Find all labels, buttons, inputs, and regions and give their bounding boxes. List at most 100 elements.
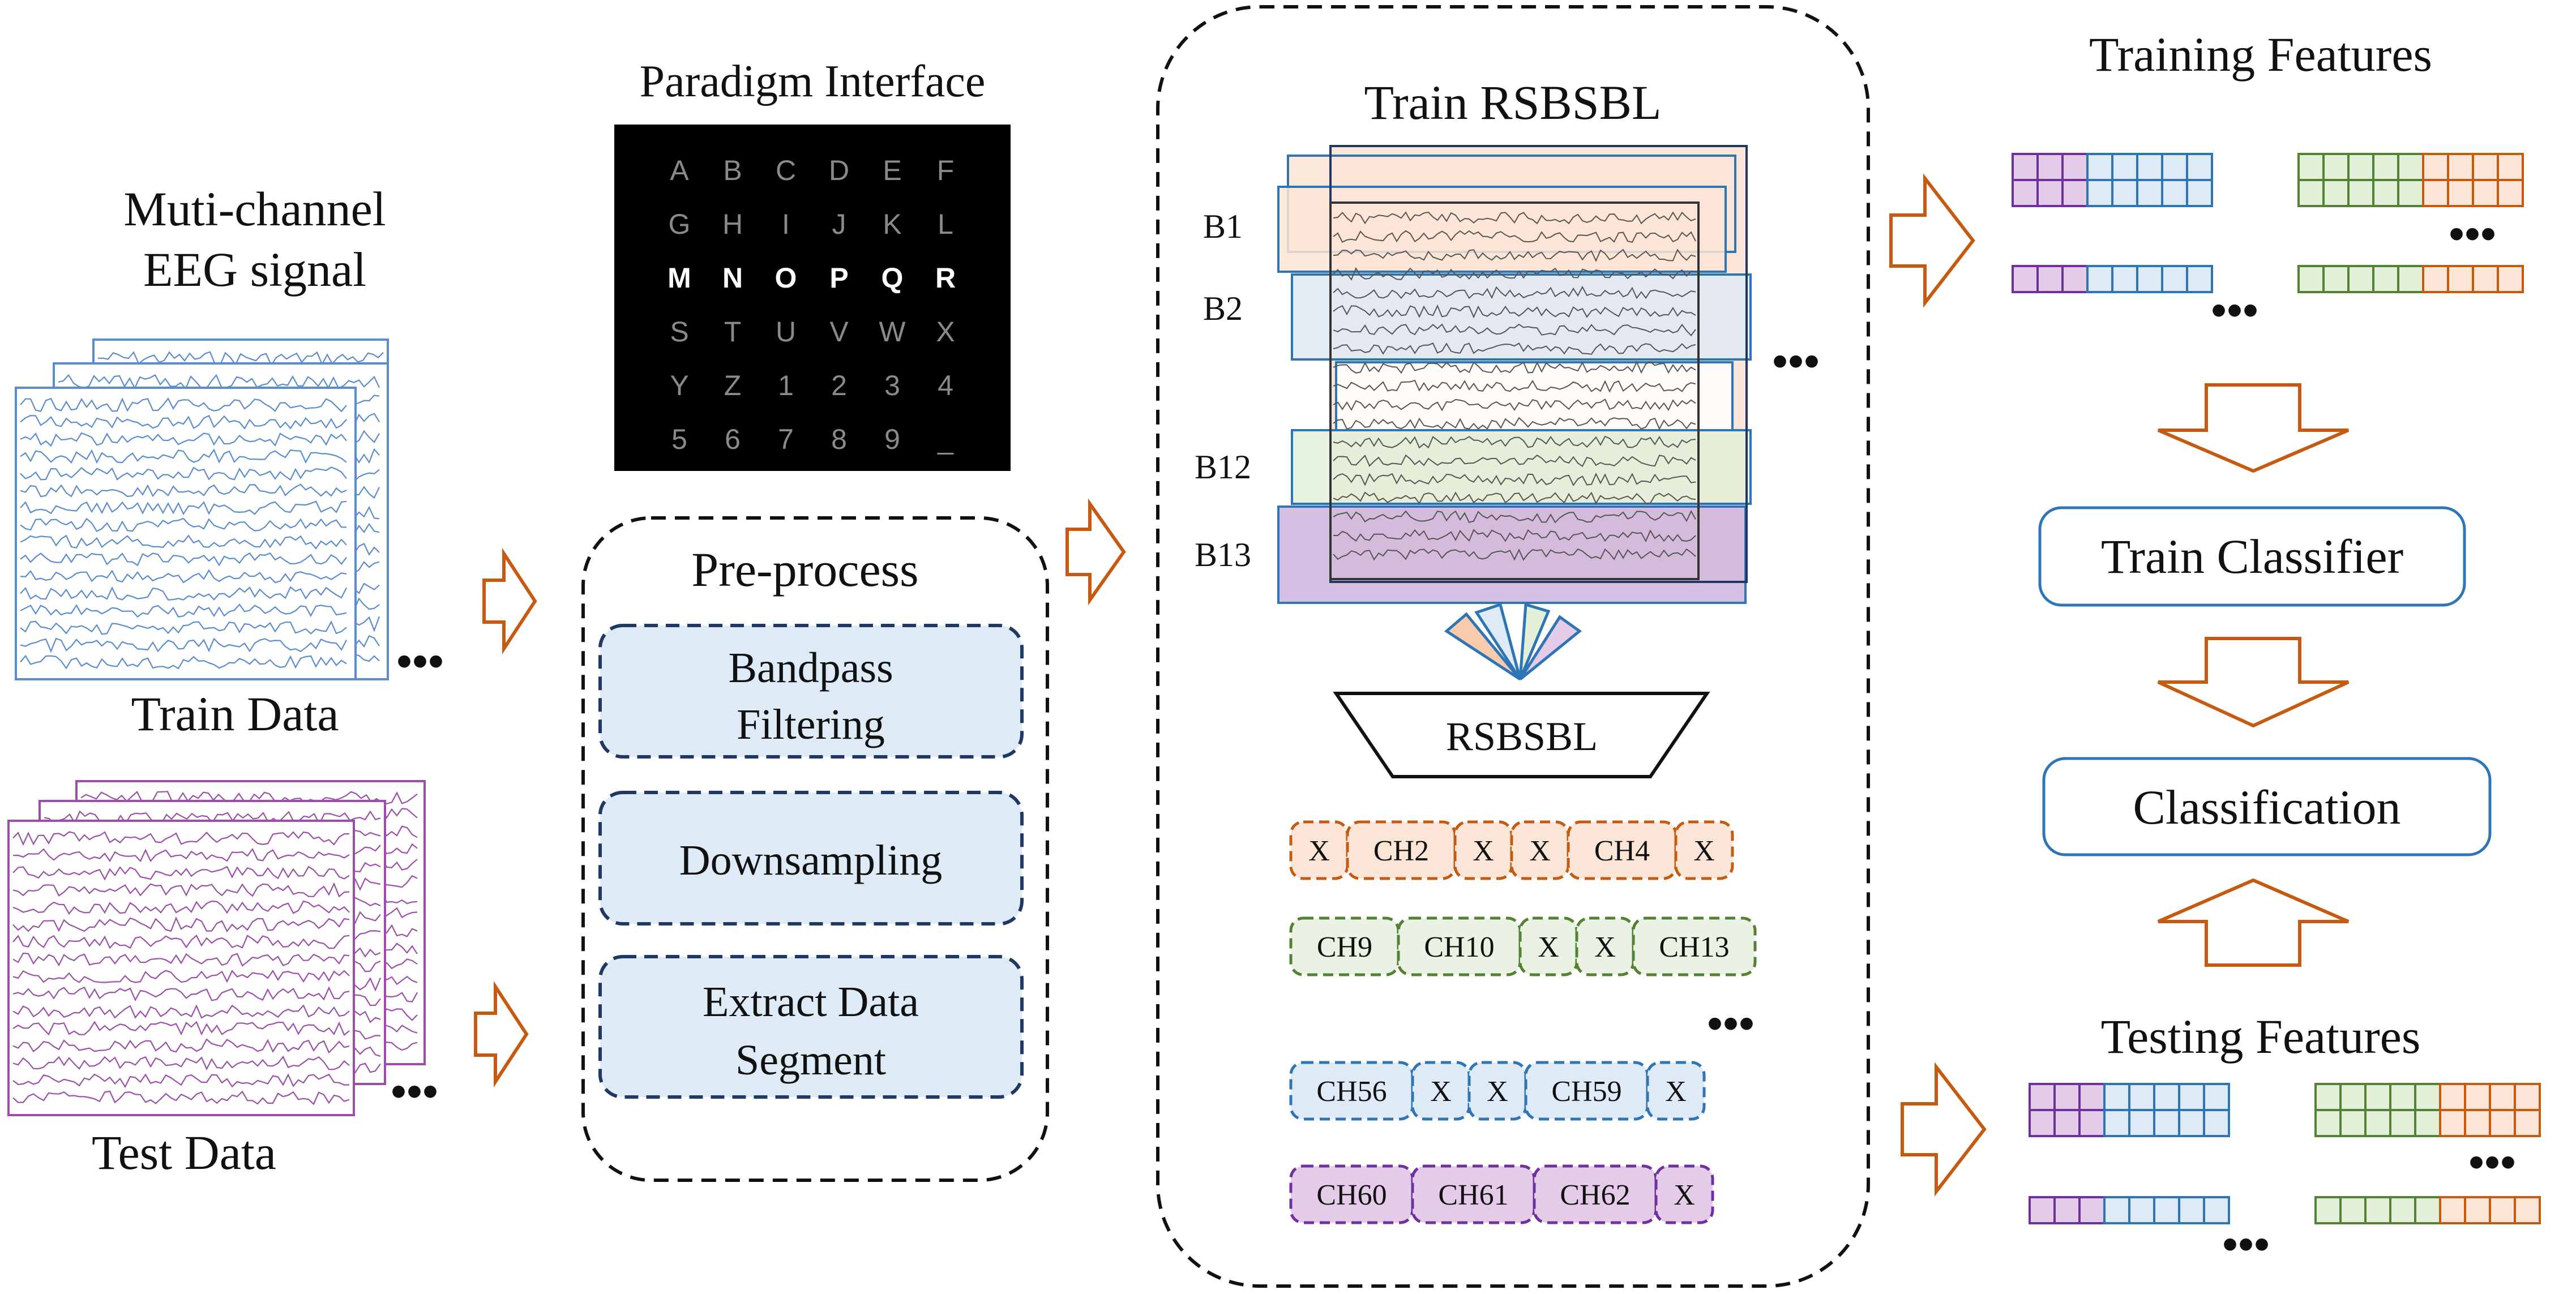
band-signal-trace bbox=[1333, 509, 1696, 524]
band-signal-trace bbox=[1333, 248, 1696, 263]
rsbsbl-block-label: RSBSBL bbox=[1446, 714, 1598, 759]
band-signal-trace bbox=[1333, 285, 1696, 299]
band-signal-trace bbox=[1333, 323, 1696, 337]
step-bandpass-line1: Bandpass bbox=[728, 644, 893, 692]
band-signal-trace bbox=[1333, 454, 1696, 468]
paradigm-char: M bbox=[667, 262, 691, 294]
band-signal-trace bbox=[1333, 211, 1696, 225]
test-feat-right-2 bbox=[2314, 1109, 2541, 1137]
band-signal-trace bbox=[1333, 267, 1696, 281]
band-signal-trace bbox=[1333, 529, 1696, 543]
paradigm-char: 4 bbox=[938, 370, 953, 401]
paradigm-char: V bbox=[829, 316, 849, 348]
band-signal-trace bbox=[1333, 399, 1696, 412]
channel-cell-label: CH61 bbox=[1438, 1179, 1508, 1211]
channel-cell-label: CH62 bbox=[1560, 1179, 1630, 1211]
channel-cell-label: X bbox=[1674, 1179, 1695, 1211]
channel-cell bbox=[1646, 1061, 1706, 1121]
channel-cell-label: X bbox=[1473, 835, 1494, 867]
paradigm-char: 2 bbox=[831, 370, 847, 401]
paradigm-char: L bbox=[938, 208, 953, 240]
classification-label: Classification bbox=[2133, 780, 2401, 834]
classification-box bbox=[2042, 757, 2492, 856]
arrow-rsbsbl-to-testing-features bbox=[1901, 1062, 1987, 1197]
paradigm-char: U bbox=[776, 316, 796, 348]
arrow-features-to-train-classifier bbox=[2157, 383, 2350, 473]
paradigm-char: O bbox=[775, 262, 797, 294]
arrow-testing-to-classification bbox=[2157, 878, 2350, 967]
channel-cell-label: CH4 bbox=[1594, 835, 1650, 867]
train-feat-right-2 bbox=[2297, 179, 2524, 207]
step-downsampling-line1: Downsampling bbox=[679, 837, 942, 884]
band-mid-row bbox=[1335, 361, 1734, 431]
ellipsis-test: ••• bbox=[391, 1066, 438, 1116]
channel-cell-label: CH13 bbox=[1659, 931, 1729, 963]
ellipsis-test-feat-2: ••• bbox=[2222, 1219, 2270, 1269]
paradigm-char: 9 bbox=[884, 423, 900, 455]
preprocess-step-downsampling: Downsampling bbox=[598, 791, 1024, 925]
train-data-stack bbox=[15, 339, 389, 680]
band-signal-trace bbox=[1333, 548, 1696, 561]
paradigm-char: E bbox=[883, 155, 901, 186]
train-feat-left-2 bbox=[2012, 179, 2213, 207]
paradigm-char: A bbox=[670, 155, 689, 186]
paradigm-char: N bbox=[722, 262, 743, 294]
paradigm-char: Z bbox=[724, 370, 742, 401]
train-classifier-label: Train Classifier bbox=[2101, 529, 2403, 584]
channel-cell bbox=[1654, 1164, 1714, 1224]
band-signal-trace bbox=[1333, 491, 1696, 505]
band-signal-trace bbox=[1333, 342, 1696, 355]
band-signal-trace bbox=[1333, 435, 1696, 449]
band-label-b1: B1 bbox=[1203, 208, 1243, 245]
paradigm-char: S bbox=[670, 316, 688, 348]
preprocess-container bbox=[581, 516, 1049, 1182]
train-panel-front bbox=[15, 387, 357, 680]
channel-cell-label: CH59 bbox=[1551, 1076, 1621, 1108]
channel-cell bbox=[1632, 916, 1757, 976]
ellipsis-train-feat-1: ••• bbox=[2449, 208, 2496, 259]
test-feat-left-1 bbox=[2029, 1083, 2230, 1111]
train-feat-right-1 bbox=[2297, 153, 2524, 181]
channel-cell-label: CH9 bbox=[1317, 931, 1372, 963]
band-label-b12: B12 bbox=[1195, 448, 1251, 486]
test-panel-front bbox=[7, 820, 355, 1116]
paradigm-char: J bbox=[832, 208, 846, 240]
paradigm-char: I bbox=[782, 208, 790, 240]
channel-cell-label: X bbox=[1487, 1076, 1508, 1108]
arrow-test-to-preprocess bbox=[474, 980, 529, 1088]
paradigm-char: K bbox=[883, 208, 901, 240]
channel-cell-label: X bbox=[1594, 931, 1616, 963]
band-signal-frame bbox=[1329, 202, 1700, 580]
channel-cell-label: CH2 bbox=[1373, 835, 1429, 867]
ellipsis-train: ••• bbox=[396, 636, 444, 686]
paradigm-char: H bbox=[722, 208, 743, 240]
channel-cell-label: CH56 bbox=[1316, 1076, 1387, 1108]
paradigm-char: 5 bbox=[671, 423, 687, 455]
testing-features-title: Testing Features bbox=[2101, 1009, 2421, 1064]
preprocess-step-extract: Extract Data Segment bbox=[598, 955, 1024, 1099]
ellipsis-bands: ••• bbox=[1772, 336, 1820, 386]
channel-cell bbox=[1674, 820, 1734, 880]
band-signal-trace bbox=[1333, 379, 1696, 393]
test-data-label: Test Data bbox=[92, 1125, 276, 1180]
paradigm-char: 6 bbox=[725, 423, 741, 455]
channel-cell-label: X bbox=[1693, 835, 1715, 867]
paradigm-char: G bbox=[669, 208, 691, 240]
step-extract-line1: Extract Data bbox=[703, 978, 919, 1026]
arrow-preprocess-to-rsbsbl bbox=[1066, 498, 1126, 606]
train-feat-left-3 bbox=[2012, 265, 2213, 293]
rsbsbl-block bbox=[1333, 692, 1710, 778]
train-feat-left-1 bbox=[2012, 153, 2213, 181]
paradigm-char: 1 bbox=[778, 370, 794, 401]
paradigm-title: Paradigm Interface bbox=[640, 57, 986, 106]
band-signal-trace bbox=[1333, 417, 1696, 430]
band-label-b2: B2 bbox=[1203, 290, 1243, 327]
step-extract-line2: Segment bbox=[735, 1036, 886, 1084]
paradigm-char: C bbox=[776, 155, 796, 186]
paradigm-char: 3 bbox=[884, 370, 900, 401]
paradigm-char: W bbox=[879, 316, 906, 348]
paradigm-screen bbox=[614, 125, 1011, 471]
training-features-title: Training Features bbox=[2089, 27, 2432, 82]
